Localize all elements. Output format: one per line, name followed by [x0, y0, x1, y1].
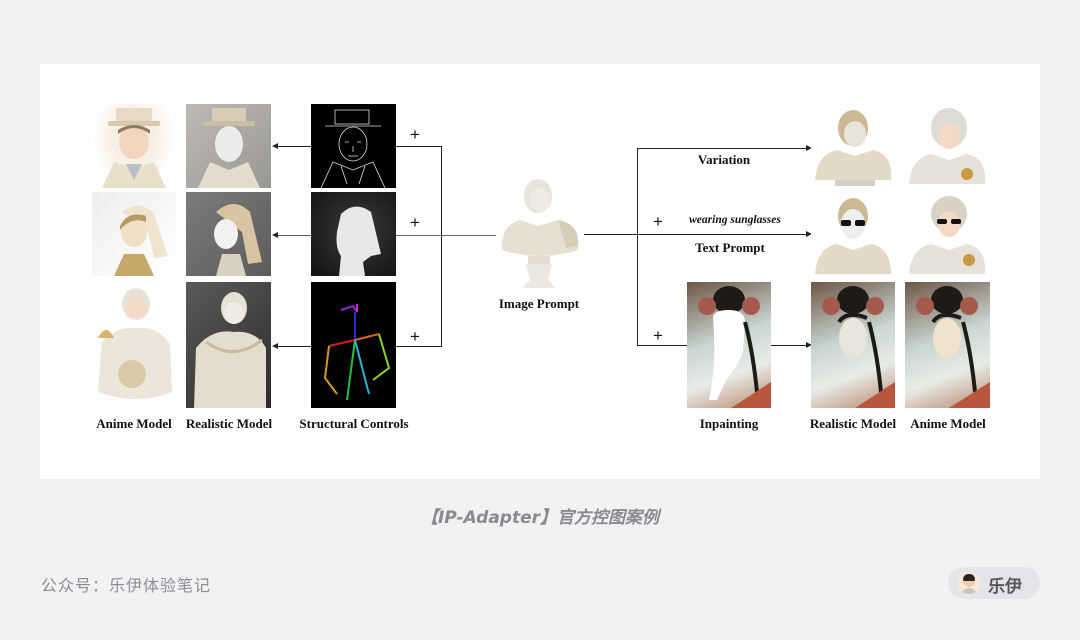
variation-label: Variation [697, 152, 751, 167]
sunglasses-anime-image [905, 192, 990, 276]
anime-statue-disc-image [92, 282, 176, 408]
inpainting-realistic-image [811, 282, 895, 408]
arrow-line [277, 235, 311, 236]
image-prompt-label: Image Prompt [498, 296, 580, 311]
connector-line [396, 346, 442, 347]
variation-arrow-line [637, 148, 807, 149]
depth-silhouette-illustration [336, 206, 381, 276]
plus-sign: + [410, 327, 420, 346]
arrow-left-icon [272, 232, 278, 238]
arrow-line [277, 146, 311, 147]
statue-illustration [194, 292, 266, 408]
text-prompt-value: wearing sunglasses [689, 214, 781, 226]
avatar-hair-shape [963, 574, 975, 581]
connector-line [396, 146, 442, 147]
arrow-right-icon [806, 145, 812, 151]
anime-hat-man-image [92, 104, 176, 188]
avatar [958, 572, 980, 594]
realistic-statue-disc-image [186, 282, 271, 408]
anime-model-label: Anime Model [96, 416, 172, 431]
edge-sketch-illustration [320, 109, 386, 188]
statue-headscarf-illustration [214, 204, 262, 276]
statue-bust-illustration [815, 110, 892, 186]
arrow-line [277, 346, 311, 347]
inpainting-label: Inpainting [699, 416, 759, 431]
statue-sunglasses-illustration [815, 198, 891, 274]
inpainting-arrow-line [771, 345, 807, 346]
arrow-left-icon [272, 143, 278, 149]
realistic-hat-man-image [186, 104, 271, 188]
arrow-left-icon [272, 343, 278, 349]
realistic-portrait-illustration [822, 286, 895, 408]
text-prompt-label: Text Prompt [695, 240, 765, 255]
arrow-right-icon [806, 342, 812, 348]
avatar-shirt-shape [961, 588, 977, 594]
inpainting-connector-line [637, 345, 687, 346]
image-prompt-to-left-line [396, 235, 496, 236]
realistic-model-label: Realistic Model [185, 416, 273, 431]
author-name: 乐伊 [988, 577, 1022, 597]
pose-skeleton-illustration [323, 304, 391, 401]
openpose-control-image [311, 282, 396, 408]
author-badge[interactable]: 乐伊 [948, 567, 1040, 599]
plus-sign: + [410, 125, 420, 144]
account-label: 公众号：乐伊体验笔记 [41, 576, 212, 595]
right-bracket-line [637, 148, 638, 346]
sunglasses-realistic-image [811, 192, 895, 276]
marble-bust-illustration [501, 179, 579, 288]
left-bracket-line [441, 146, 442, 346]
anime-headscarf-illustration [114, 205, 168, 276]
image-prompt-bust-image [496, 176, 582, 292]
plus-sign: + [653, 212, 663, 231]
masked-portrait-illustration [698, 286, 771, 408]
inpainting-masked-image [687, 282, 771, 408]
anime-sunglasses-illustration [909, 196, 986, 274]
variation-anime-image [905, 104, 990, 188]
depth-map-control-image [311, 192, 396, 276]
anime-statue-illustration [98, 288, 172, 399]
anime-portrait-illustration [916, 286, 990, 408]
right-anime-model-label: Anime Model [910, 416, 986, 431]
anime-headscarf-image [92, 192, 176, 276]
canny-edge-control-image [311, 104, 396, 188]
anime-hat-man-illustration [102, 108, 166, 188]
figure-caption: 【IP-Adapter】官方控图案例 [420, 508, 660, 528]
realistic-headscarf-image [186, 192, 271, 276]
plus-sign: + [410, 213, 420, 232]
right-realistic-model-label: Realistic Model [809, 416, 897, 431]
plus-sign: + [653, 326, 663, 345]
structural-controls-label: Structural Controls [299, 416, 409, 431]
anime-bust-illustration [909, 108, 986, 184]
arrow-right-icon [806, 231, 812, 237]
statue-hat-man-illustration [198, 108, 260, 188]
inpainting-anime-image [905, 282, 990, 408]
variation-realistic-image [811, 104, 895, 188]
image-prompt-to-right-line [584, 234, 808, 235]
